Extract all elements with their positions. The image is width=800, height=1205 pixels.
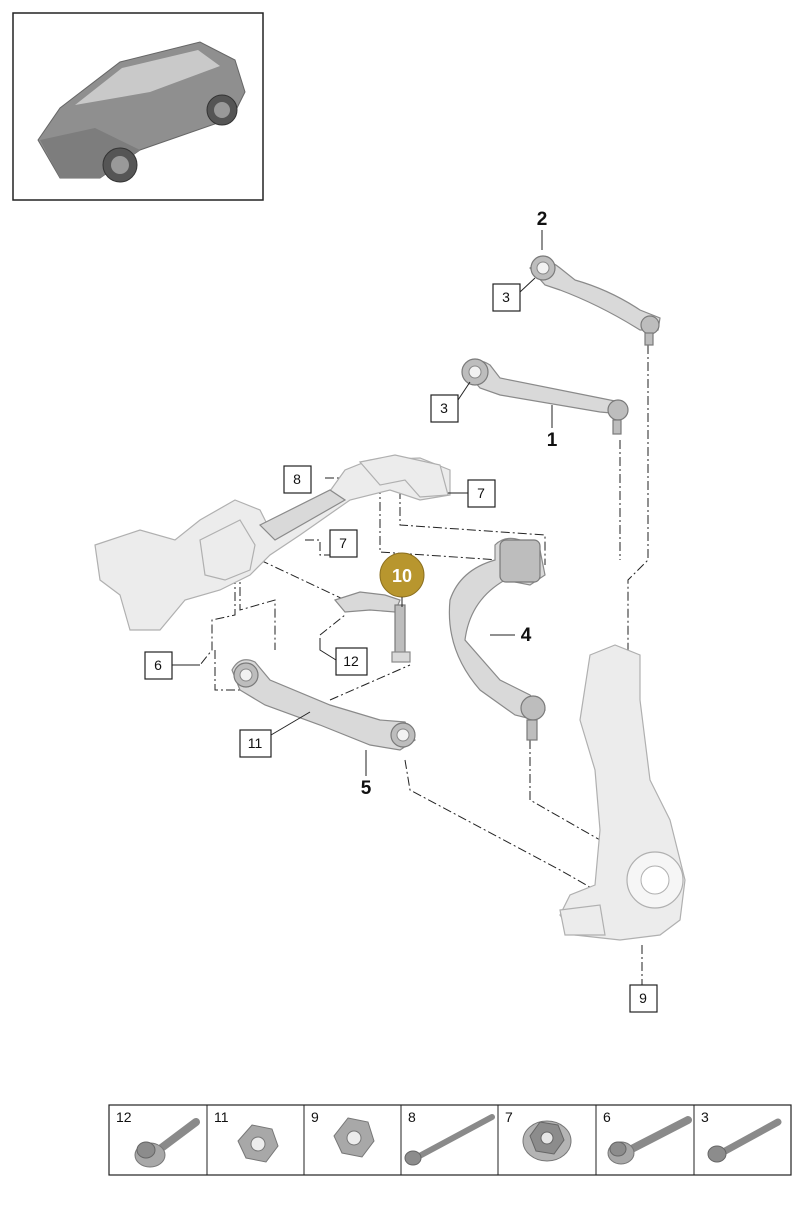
suv-icon — [37, 41, 246, 183]
part-5-number: 5 — [361, 778, 372, 799]
legend-item-3: 3 — [701, 1109, 782, 1163]
part-4-number: 4 — [521, 625, 532, 646]
upper-control-arm-part-1 — [461, 358, 629, 435]
flange-bolt-icon — [134, 1118, 200, 1168]
ref-6-label: 6 — [154, 657, 162, 673]
legend-item-12: 12 — [116, 1109, 200, 1168]
level-sensor-part-10 — [333, 591, 411, 663]
ref-9-label: 9 — [639, 990, 647, 1006]
legend-item-7: 7 — [505, 1109, 572, 1162]
callout-part-4: 4 — [490, 625, 532, 646]
ref-box-3-upper: 3 — [492, 277, 536, 312]
lower-wishbone-part-4 — [448, 537, 546, 741]
hex-nut-icon — [237, 1124, 279, 1163]
ref-box-12: 12 — [319, 638, 368, 676]
callout-part-5: 5 — [361, 750, 372, 799]
ref-box-7-upper: 7 — [448, 479, 496, 508]
part-2-number: 2 — [537, 209, 548, 230]
ref-box-3-lower: 3 — [430, 381, 471, 423]
ref-12-label: 12 — [343, 653, 359, 669]
ref-box-7-lower: 7 — [329, 529, 358, 558]
ref-3-upper-label: 3 — [502, 289, 510, 305]
legend-item-9: 9 — [311, 1109, 375, 1158]
part-1-number: 1 — [547, 430, 558, 451]
legend-item-6: 6 — [603, 1109, 692, 1165]
ref-box-6: 6 — [144, 651, 200, 680]
ref-box-11: 11 — [239, 711, 311, 758]
fastener-legend: 12 11 9 8 — [108, 1104, 792, 1176]
ref-box-9: 9 — [629, 984, 658, 1013]
vehicle-thumbnail — [12, 12, 264, 201]
legend-number: 9 — [311, 1109, 319, 1125]
wheel-carrier — [559, 644, 686, 941]
callout-part-1: 1 — [547, 405, 558, 451]
highlight-badge-label: 10 — [392, 566, 412, 586]
ref-7-lower-label: 7 — [339, 535, 347, 551]
long-bolt-icon — [404, 1114, 495, 1166]
subframe — [94, 454, 451, 631]
bolt-icon — [707, 1118, 782, 1163]
ref-11-label: 11 — [248, 735, 263, 751]
highlight-badge-10[interactable]: 10 — [379, 552, 425, 607]
leader-lines — [199, 345, 649, 985]
hex-nut-icon — [333, 1117, 375, 1158]
legend-item-8: 8 — [404, 1109, 495, 1166]
legend-number: 8 — [408, 1109, 416, 1125]
upper-control-arm-part-2 — [529, 255, 661, 346]
ref-3-lower-label: 3 — [440, 400, 448, 416]
lower-link-part-5 — [231, 659, 416, 751]
legend-number: 11 — [214, 1109, 229, 1125]
ref-7-upper-label: 7 — [477, 485, 485, 501]
legend-number: 3 — [701, 1109, 709, 1125]
ref-box-8: 8 — [283, 465, 312, 494]
ref-8-label: 8 — [293, 471, 301, 487]
legend-number: 12 — [116, 1109, 132, 1125]
legend-number: 6 — [603, 1109, 611, 1125]
flange-nut-icon — [522, 1120, 572, 1162]
legend-number: 7 — [505, 1109, 513, 1125]
legend-item-11: 11 — [214, 1109, 279, 1163]
flange-bolt-icon — [607, 1116, 692, 1165]
callout-part-2: 2 — [537, 209, 548, 250]
